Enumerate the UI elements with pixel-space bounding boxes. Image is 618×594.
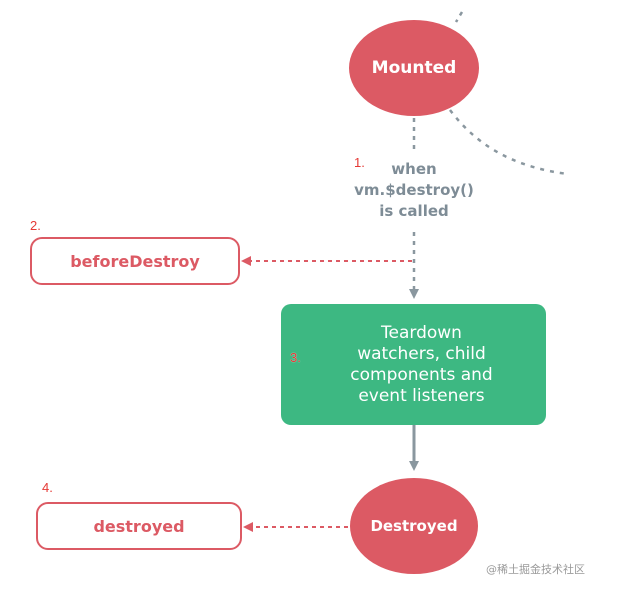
destroyed-hook-label: destroyed [93, 516, 185, 536]
mounted-node: Mounted [349, 20, 479, 116]
incoming-dashed-line [454, 11, 464, 23]
destroyed-circle-label: Destroyed [370, 517, 458, 535]
destroyed-node: Destroyed [350, 478, 478, 574]
before-destroy-label: beforeDestroy [70, 251, 200, 271]
step-number-1: 1. [354, 155, 365, 170]
destroyed-hook: destroyed [36, 502, 242, 550]
before-destroy-hook: beforeDestroy [30, 237, 240, 285]
mounted-label: Mounted [371, 58, 457, 78]
teardown-line-2: watchers, child [357, 343, 486, 364]
step-number-2: 2. [30, 218, 41, 233]
condition-line-3: is called [379, 202, 449, 220]
step-number-3: 3. [290, 350, 301, 365]
watermark-text: @稀土掘金技术社区 [486, 563, 585, 576]
update-cycle-dashed-curve [449, 109, 569, 176]
destroy-condition-label: when vm.$destroy() is called [324, 159, 504, 222]
teardown-line-1: Teardown [381, 322, 462, 343]
teardown-step-box: Teardown watchers, child components and … [281, 304, 546, 425]
condition-line-1: when [391, 160, 437, 178]
teardown-line-3: components and [350, 364, 493, 385]
condition-line-2: vm.$destroy() [354, 181, 474, 199]
step-number-4: 4. [42, 480, 53, 495]
teardown-line-4: event listeners [358, 385, 485, 406]
